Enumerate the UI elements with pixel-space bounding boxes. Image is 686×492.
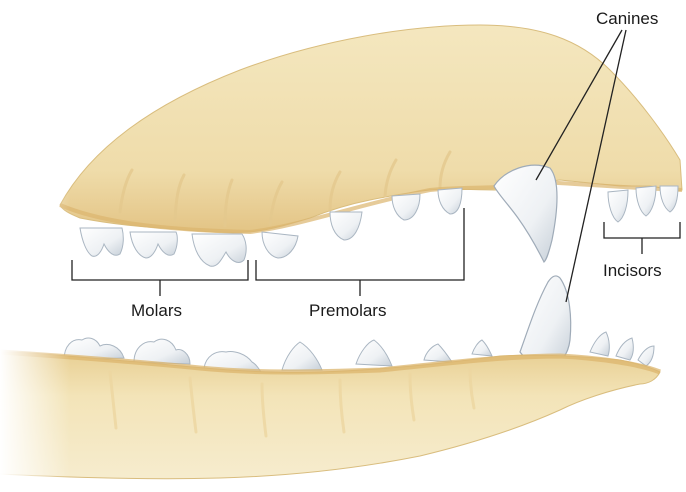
molars-label: Molars [131, 301, 182, 320]
left-fade [0, 150, 70, 492]
upper-molar-2 [130, 232, 177, 258]
lower-premolar-1 [282, 342, 322, 370]
molars-bracket [72, 260, 248, 296]
upper-incisors [608, 186, 678, 222]
upper-incisor-2 [636, 186, 656, 216]
upper-molar-1 [80, 228, 123, 256]
upper-premolar-1 [262, 232, 298, 258]
upper-molars [80, 228, 246, 266]
premolars-label: Premolars [309, 301, 386, 320]
lower-premolar-4 [472, 340, 492, 356]
upper-premolar-3 [392, 194, 420, 220]
lower-incisor-2 [616, 338, 633, 360]
upper-molar-3 [192, 234, 246, 266]
upper-jaw [60, 25, 682, 266]
canines-label: Canines [596, 9, 658, 28]
lower-canine [520, 276, 571, 366]
upper-canine [494, 165, 557, 262]
upper-incisor-1 [608, 190, 628, 222]
lower-incisor-1 [590, 332, 609, 356]
incisors-label: Incisors [603, 261, 662, 280]
lower-premolar-3 [424, 344, 452, 362]
upper-incisor-3 [660, 186, 678, 212]
lower-premolar-2 [356, 340, 392, 366]
upper-premolar-4 [438, 188, 462, 214]
lower-incisor-3 [638, 346, 654, 366]
upper-premolar-2 [330, 212, 362, 240]
incisors-bracket [604, 222, 680, 254]
